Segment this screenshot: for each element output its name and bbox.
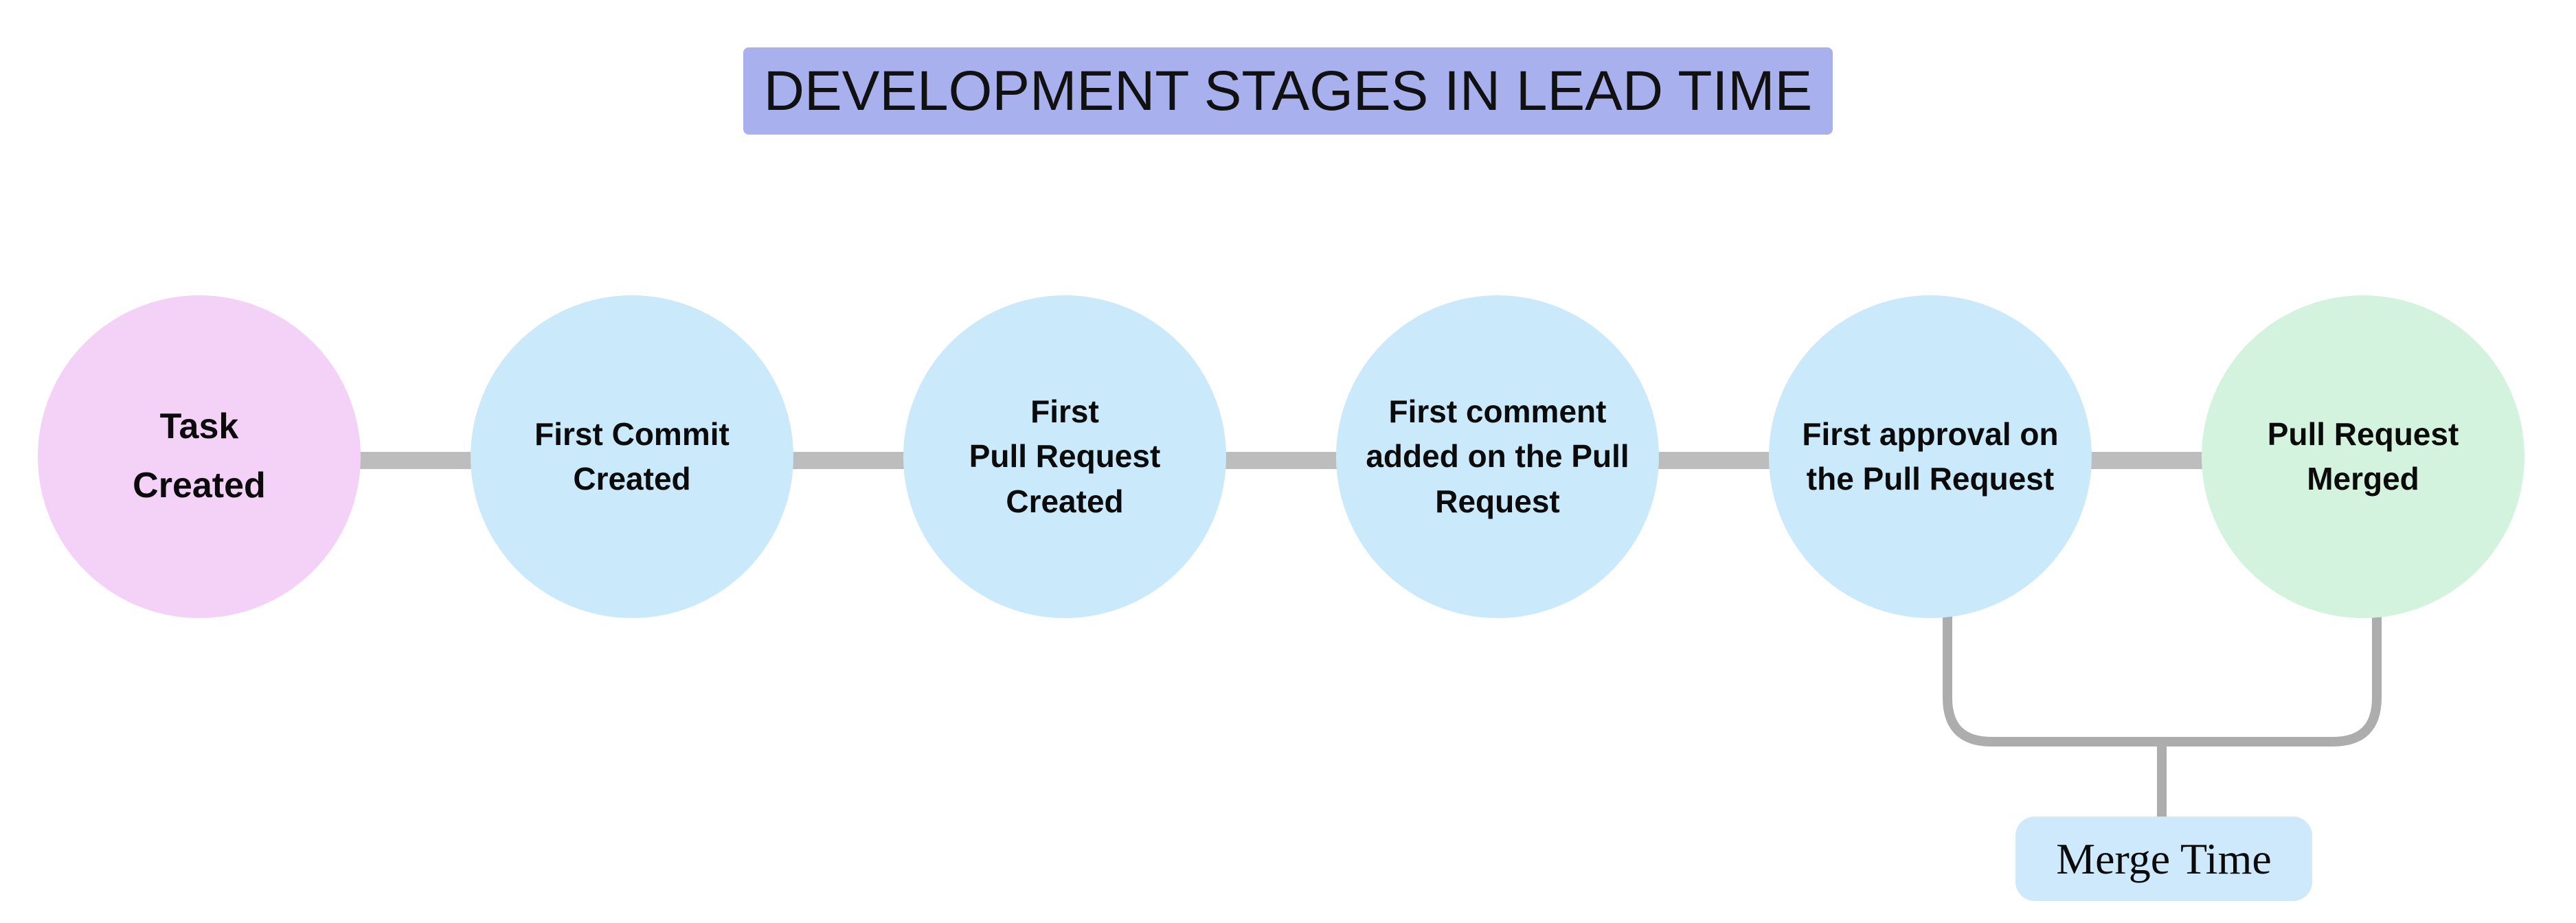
- stage-circle-first-pull-request-created: First Pull Request Created: [903, 295, 1226, 618]
- stage-circle-first-commit-created: First Commit Created: [471, 295, 793, 618]
- stage-label: First approval on the Pull Request: [1802, 415, 2059, 497]
- title-banner: DEVELOPMENT STAGES IN LEAD TIME: [743, 47, 1833, 135]
- stage-label: First Pull Request Created: [969, 394, 1161, 519]
- merge-time-label: Merge Time: [2056, 834, 2272, 883]
- stage-circle-task-created: Task Created: [38, 295, 361, 618]
- stage-label: Pull Request Merged: [2267, 415, 2459, 497]
- page-title: DEVELOPMENT STAGES IN LEAD TIME: [763, 59, 1813, 122]
- merge-time-annotation: Merge Time: [2015, 817, 2312, 901]
- bracket-span-path: [1943, 610, 2382, 747]
- stage-label: First comment added on the Pull Request: [1366, 394, 1629, 519]
- stage-circle-first-approval: First approval on the Pull Request: [1769, 295, 2092, 618]
- stage-label: Task Created: [133, 407, 266, 505]
- stage-label: First Commit Created: [534, 415, 730, 497]
- stage-circle-first-comment-added: First comment added on the Pull Request: [1336, 295, 1659, 618]
- stage-circle-pull-request-merged: Pull Request Merged: [2202, 295, 2524, 618]
